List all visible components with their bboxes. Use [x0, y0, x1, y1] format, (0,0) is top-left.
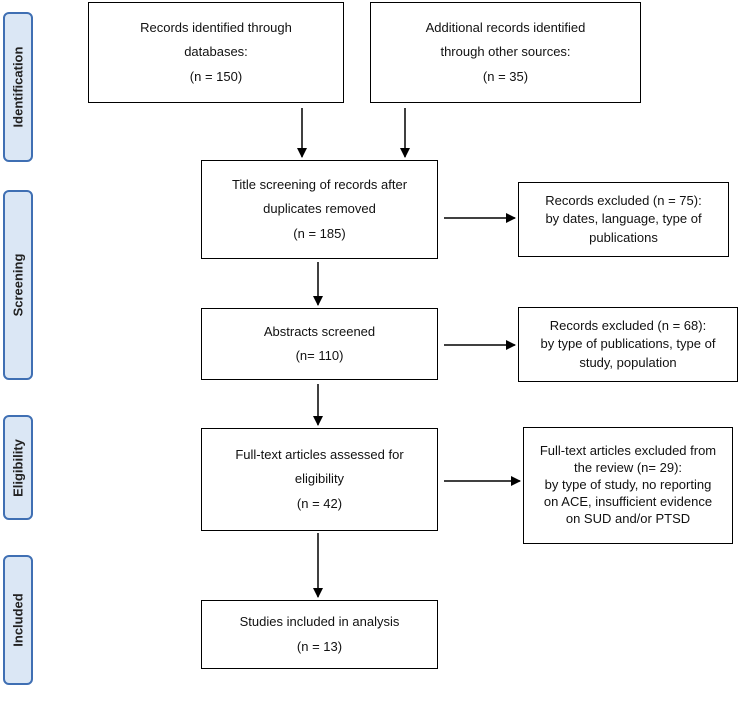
included-line-1: Studies included in analysis [239, 614, 400, 630]
excluded-2-line-2: by type of publications, type of [540, 336, 716, 352]
excluded-1-line-3: publications [589, 229, 658, 245]
excluded-3-line-3: by type of study, no reporting [544, 477, 712, 493]
other-records-line-2: through other sources: [440, 44, 571, 60]
box-database-records: Records identified through databases: (n… [88, 2, 344, 103]
db-records-line-2: databases: [184, 44, 248, 60]
box-abstracts-screened: Abstracts screened (n= 110) [201, 308, 438, 380]
excluded-3-line-5: on SUD and/or PTSD [565, 510, 691, 526]
other-records-line-1: Additional records identified [425, 20, 586, 36]
title-screening-line-2: duplicates removed [263, 201, 376, 217]
excluded-1-line-1: Records excluded (n = 75): [545, 193, 702, 209]
box-other-records: Additional records identified through ot… [370, 2, 641, 103]
box-title-screening: Title screening of records after duplica… [201, 160, 438, 259]
fulltext-line-3: (n = 42) [296, 495, 343, 511]
excluded-2-line-3: study, population [579, 354, 677, 370]
abstracts-line-2: (n= 110) [295, 348, 344, 363]
included-line-2: (n = 13) [296, 638, 343, 654]
abstracts-line-1: Abstracts screened [263, 323, 376, 339]
fulltext-line-2: eligibility [294, 471, 345, 487]
box-fulltext-assessed: Full-text articles assessed for eligibil… [201, 428, 438, 531]
title-screening-line-3: (n = 185) [293, 225, 346, 241]
excluded-1-line-2: by dates, language, type of [545, 211, 702, 227]
excluded-3-line-1: Full-text articles excluded from [539, 443, 717, 459]
excluded-2-line-1: Records excluded (n = 68): [549, 318, 707, 334]
phase-included: Included [3, 555, 33, 685]
db-records-line-1: Records identified through [140, 20, 292, 36]
db-records-line-3: (n = 150) [189, 68, 243, 84]
title-screening-line-1: Title screening of records after [231, 177, 408, 193]
box-studies-included: Studies included in analysis (n = 13) [201, 600, 438, 669]
other-records-line-3: (n = 35) [482, 68, 529, 84]
excluded-3-line-2: the review (n= 29): [573, 460, 683, 476]
phase-eligibility: Eligibility [3, 415, 33, 520]
box-excluded-3: Full-text articles excluded from the rev… [523, 427, 733, 544]
fulltext-line-1: Full-text articles assessed for [235, 447, 404, 463]
box-excluded-1: Records excluded (n = 75): by dates, lan… [518, 182, 729, 257]
box-excluded-2: Records excluded (n = 68): by type of pu… [518, 307, 738, 382]
phase-screening: Screening [3, 190, 33, 380]
excluded-3-line-4: on ACE, insufficient evidence [543, 493, 713, 509]
phase-identification: Identification [3, 12, 33, 162]
